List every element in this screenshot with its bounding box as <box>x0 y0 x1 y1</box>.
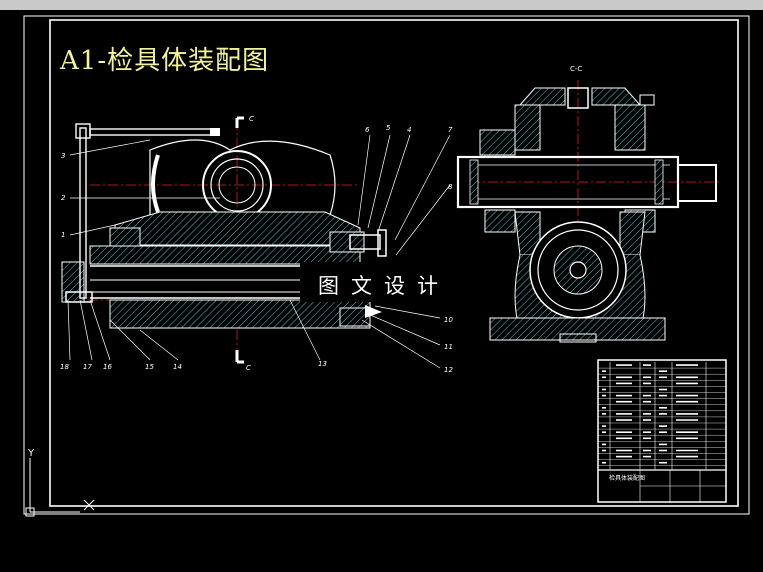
part-label-1: 1 <box>61 231 65 239</box>
ucs-icon <box>25 458 95 517</box>
part-label-2: 2 <box>61 194 66 202</box>
title-block-drawing-name: 检具体装配图 <box>609 475 646 482</box>
part-label-8: 8 <box>448 183 453 191</box>
toolbar-strip <box>0 0 763 10</box>
drawing-frame <box>49 19 739 507</box>
part-label-4: 4 <box>407 126 411 134</box>
cad-drawing-canvas[interactable]: 3 2 1 18 17 16 15 14 6 5 4 7 8 10 11 12 … <box>0 10 763 572</box>
ucs-axis-label: Y <box>27 448 35 459</box>
section-label: C-C <box>570 65 582 73</box>
cut-label-bottom: C <box>246 364 251 372</box>
watermark-text: 图文设计 <box>318 274 450 298</box>
cut-label-top: C <box>249 115 254 123</box>
part-label-5: 5 <box>386 124 391 132</box>
watermark-background <box>300 262 465 302</box>
part-label-3: 3 <box>61 152 65 160</box>
part-label-12: 12 <box>444 366 453 374</box>
part-label-14: 14 <box>173 363 182 371</box>
part-label-6: 6 <box>365 126 370 134</box>
part-label-7: 7 <box>448 126 453 134</box>
part-label-16: 16 <box>103 363 112 371</box>
drawing-title: A1-检具体装配图 <box>60 46 270 76</box>
title-block <box>597 359 727 503</box>
part-label-11: 11 <box>444 343 453 351</box>
bom-cell-marks <box>602 364 698 464</box>
part-label-18: 18 <box>60 363 69 371</box>
sheet-border <box>23 15 750 515</box>
part-label-15: 15 <box>145 363 154 371</box>
part-label-13: 13 <box>318 360 327 368</box>
part-label-17: 17 <box>83 363 92 371</box>
part-label-10: 10 <box>444 316 453 324</box>
bom-rows <box>598 367 726 466</box>
front-section-view <box>61 116 451 369</box>
side-section-view <box>456 80 720 345</box>
